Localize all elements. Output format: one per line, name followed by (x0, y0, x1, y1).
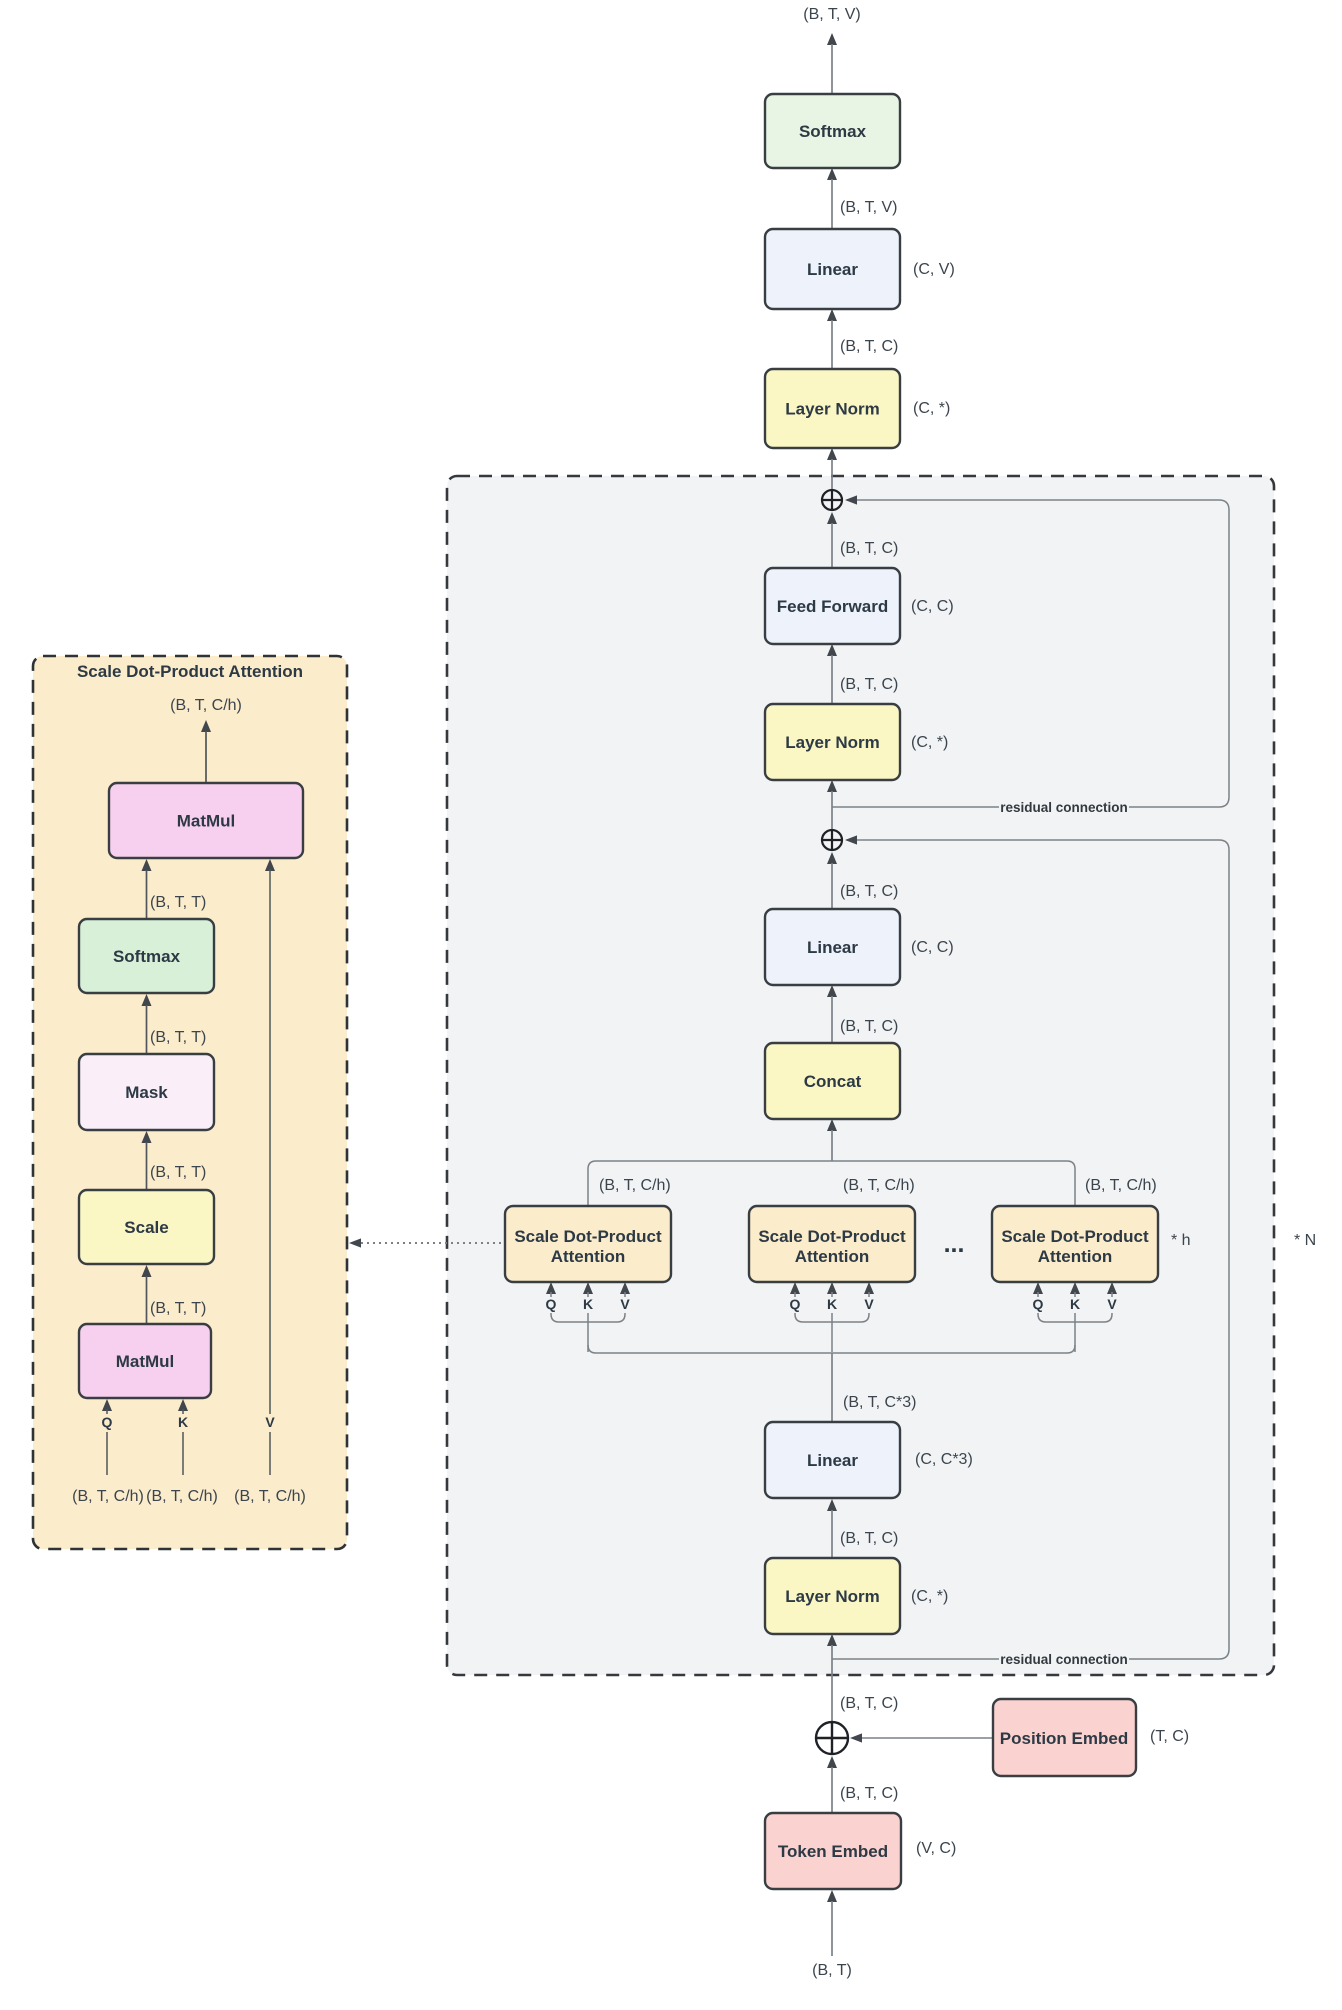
svg-text:(B, T, C/h): (B, T, C/h) (234, 1488, 306, 1505)
svg-text:V: V (620, 1296, 630, 1312)
svg-text:(B, T, C): (B, T, C) (840, 1018, 898, 1035)
svg-text:(B, T, C): (B, T, C) (840, 1785, 898, 1802)
svg-text:MatMul: MatMul (116, 1352, 175, 1371)
svg-text:K: K (1070, 1296, 1080, 1312)
svg-text:Layer Norm: Layer Norm (785, 400, 879, 419)
svg-text:Linear: Linear (807, 938, 858, 957)
svg-text:Layer Norm: Layer Norm (785, 733, 879, 752)
svg-text:(B, T, C/h): (B, T, C/h) (843, 1177, 915, 1194)
svg-text:* N: * N (1294, 1232, 1316, 1249)
svg-text:...: ... (944, 1230, 965, 1258)
svg-text:(V, C): (V, C) (916, 1840, 956, 1857)
svg-text:(B, T, C): (B, T, C) (840, 338, 898, 355)
svg-text:Token Embed: Token Embed (778, 1842, 888, 1861)
svg-text:Softmax: Softmax (799, 122, 867, 141)
svg-text:(B, T, C/h): (B, T, C/h) (1085, 1177, 1157, 1194)
svg-text:(B, T, C/h): (B, T, C/h) (72, 1488, 144, 1505)
svg-text:(B, T, T): (B, T, T) (150, 1164, 206, 1181)
svg-text:Feed Forward: Feed Forward (777, 597, 888, 616)
svg-text:(C, *): (C, *) (911, 1588, 948, 1605)
svg-text:(T, C): (T, C) (1150, 1728, 1189, 1745)
svg-text:Scale: Scale (124, 1218, 168, 1237)
svg-text:Attention: Attention (795, 1247, 870, 1266)
svg-text:(B, T, T): (B, T, T) (150, 1029, 206, 1046)
svg-text:(B, T, T): (B, T, T) (150, 894, 206, 911)
svg-text:(B, T, C/h): (B, T, C/h) (170, 697, 242, 714)
svg-text:residual connection: residual connection (1000, 1652, 1128, 1667)
svg-text:Linear: Linear (807, 1451, 858, 1470)
svg-text:Attention: Attention (1038, 1247, 1113, 1266)
svg-text:Q: Q (790, 1296, 801, 1312)
svg-text:(C, C): (C, C) (911, 939, 954, 956)
svg-text:Position Embed: Position Embed (1000, 1729, 1128, 1748)
svg-text:(B, T, C): (B, T, C) (840, 676, 898, 693)
svg-text:(B, T, V): (B, T, V) (803, 6, 861, 23)
svg-text:K: K (583, 1296, 593, 1312)
svg-text:(B, T, C): (B, T, C) (840, 883, 898, 900)
svg-text:Layer Norm: Layer Norm (785, 1587, 879, 1606)
svg-text:Q: Q (1033, 1296, 1044, 1312)
svg-text:K: K (827, 1296, 837, 1312)
svg-text:Attention: Attention (551, 1247, 626, 1266)
svg-text:V: V (1107, 1296, 1117, 1312)
svg-text:(C, *): (C, *) (913, 400, 950, 417)
svg-text:(B, T, V): (B, T, V) (840, 199, 898, 216)
svg-text:* h: * h (1171, 1232, 1191, 1249)
svg-text:K: K (178, 1414, 188, 1430)
svg-text:V: V (864, 1296, 874, 1312)
svg-text:(C, C): (C, C) (911, 598, 954, 615)
svg-text:(B, T, C/h): (B, T, C/h) (146, 1488, 218, 1505)
svg-text:(B, T, C/h): (B, T, C/h) (599, 1177, 671, 1194)
svg-text:Scale Dot-Product: Scale Dot-Product (514, 1227, 662, 1246)
svg-text:Softmax: Softmax (113, 947, 181, 966)
svg-text:(C, *): (C, *) (911, 734, 948, 751)
svg-text:(C, V): (C, V) (913, 261, 955, 278)
svg-text:(C, C*3): (C, C*3) (915, 1451, 973, 1468)
svg-text:Q: Q (102, 1414, 113, 1430)
svg-text:residual connection: residual connection (1000, 800, 1128, 815)
svg-text:(B, T): (B, T) (812, 1962, 852, 1979)
svg-text:(B, T, C): (B, T, C) (840, 1530, 898, 1547)
svg-text:Scale Dot-Product: Scale Dot-Product (1001, 1227, 1149, 1246)
svg-text:Mask: Mask (125, 1083, 168, 1102)
svg-text:(B, T, C): (B, T, C) (840, 1695, 898, 1712)
svg-text:Linear: Linear (807, 260, 858, 279)
svg-text:MatMul: MatMul (177, 812, 236, 831)
svg-text:Q: Q (546, 1296, 557, 1312)
svg-text:Concat: Concat (804, 1072, 862, 1091)
svg-text:V: V (265, 1414, 275, 1430)
svg-text:(B, T, C*3): (B, T, C*3) (843, 1394, 917, 1411)
svg-text:(B, T, C): (B, T, C) (840, 540, 898, 557)
svg-text:(B, T, T): (B, T, T) (150, 1300, 206, 1317)
svg-text:Scale Dot-Product Attention: Scale Dot-Product Attention (77, 662, 303, 681)
svg-text:Scale Dot-Product: Scale Dot-Product (758, 1227, 906, 1246)
